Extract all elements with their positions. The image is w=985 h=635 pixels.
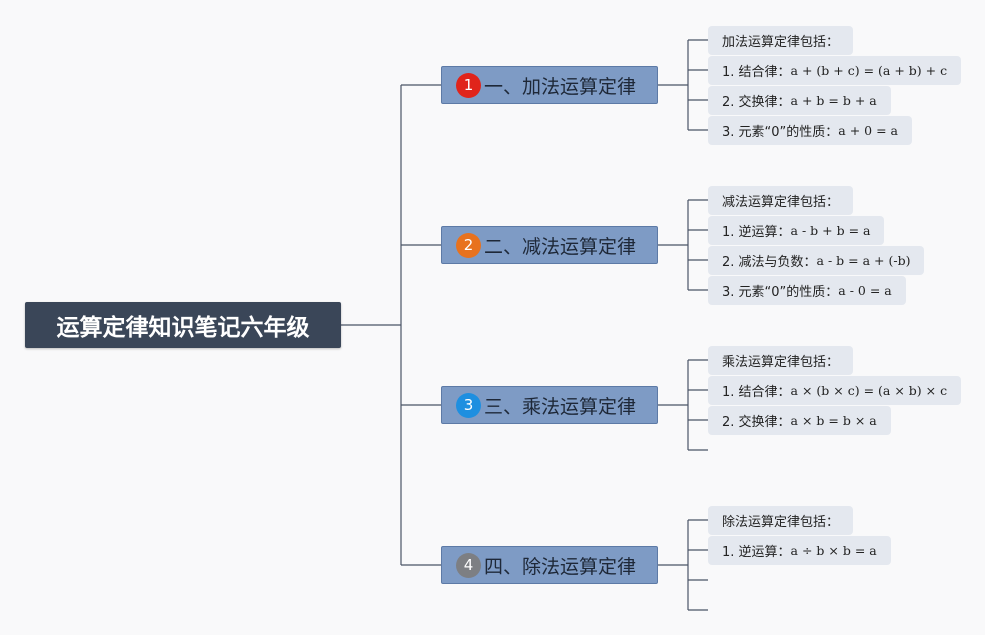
leaf-label: 3. 元素“0”的性质： bbox=[722, 125, 839, 140]
branch-node-addition[interactable]: 1 一、加法运算定律 bbox=[441, 66, 658, 104]
branch-node-multiplication[interactable]: 3 三、乘法运算定律 bbox=[441, 386, 658, 424]
branch-title: 二、减法运算定律 bbox=[484, 235, 637, 258]
branch-node-division[interactable]: 4 四、除法运算定律 bbox=[441, 546, 658, 584]
leaf-formula: a + b = b + a bbox=[790, 93, 877, 108]
leaf-label: 2. 减法与负数： bbox=[722, 255, 817, 270]
leaf-formula: a - 0 = a bbox=[838, 283, 892, 298]
leaf-node[interactable]: 3. 元素“0”的性质：a + 0 = a bbox=[708, 116, 912, 145]
leaf-label: 1. 逆运算： bbox=[722, 225, 791, 240]
root-title: 运算定律知识笔记六年级 bbox=[56, 315, 310, 341]
leaf-formula: a - b = a + (-b) bbox=[816, 253, 911, 268]
leaf-node[interactable]: 1. 逆运算：a - b + b = a bbox=[708, 216, 885, 245]
branch-node-subtraction[interactable]: 2 二、减法运算定律 bbox=[441, 226, 658, 264]
leaf-node[interactable]: 除法运算定律包括： bbox=[708, 506, 854, 535]
number-badge-icon: 1 bbox=[456, 72, 481, 98]
leaf-node[interactable]: 3. 元素“0”的性质：a - 0 = a bbox=[708, 276, 906, 305]
leaf-formula: a × (b × c) = (a × b) × c bbox=[790, 383, 948, 398]
leaf-node[interactable]: 2. 减法与负数：a - b = a + (-b) bbox=[708, 246, 925, 275]
leaf-node[interactable]: 1. 结合律：a + (b + c) = (a + b) + c bbox=[708, 56, 962, 85]
number-badge-icon: 2 bbox=[456, 232, 481, 258]
leaf-node[interactable]: 2. 交换律：a + b = b + a bbox=[708, 86, 891, 115]
leaf-label: 加法运算定律包括： bbox=[722, 35, 840, 50]
leaf-formula: a ÷ b × b = a bbox=[790, 543, 877, 558]
branch-title: 三、乘法运算定律 bbox=[484, 395, 637, 418]
number-badge-icon: 4 bbox=[456, 552, 481, 578]
leaf-node[interactable]: 1. 逆运算：a ÷ b × b = a bbox=[708, 536, 891, 565]
leaf-node[interactable]: 乘法运算定律包括： bbox=[708, 346, 854, 375]
root-node[interactable]: 运算定律知识笔记六年级 bbox=[25, 302, 341, 348]
leaf-label: 1. 逆运算： bbox=[722, 545, 791, 560]
number-badge-icon: 3 bbox=[456, 392, 481, 418]
leaf-label: 乘法运算定律包括： bbox=[722, 355, 840, 370]
leaf-formula: a + (b + c) = (a + b) + c bbox=[790, 63, 948, 78]
leaf-label: 3. 元素“0”的性质： bbox=[722, 285, 839, 300]
branch-title: 一、加法运算定律 bbox=[484, 75, 637, 98]
leaf-node[interactable]: 减法运算定律包括： bbox=[708, 186, 854, 215]
branch-title: 四、除法运算定律 bbox=[484, 555, 637, 578]
leaf-label: 1. 结合律： bbox=[722, 385, 791, 400]
leaf-label: 2. 交换律： bbox=[722, 95, 791, 110]
leaf-node[interactable]: 1. 结合律：a × (b × c) = (a × b) × c bbox=[708, 376, 962, 405]
leaf-node[interactable]: 2. 交换律：a × b = b × a bbox=[708, 406, 891, 435]
leaf-formula: a + 0 = a bbox=[838, 123, 898, 138]
leaf-label: 2. 交换律： bbox=[722, 415, 791, 430]
leaf-label: 1. 结合律： bbox=[722, 65, 791, 80]
leaf-label: 除法运算定律包括： bbox=[722, 515, 840, 530]
leaf-formula: a - b + b = a bbox=[790, 223, 871, 238]
leaf-label: 减法运算定律包括： bbox=[722, 195, 840, 210]
leaf-formula: a × b = b × a bbox=[790, 413, 877, 428]
leaf-node[interactable]: 加法运算定律包括： bbox=[708, 26, 854, 55]
